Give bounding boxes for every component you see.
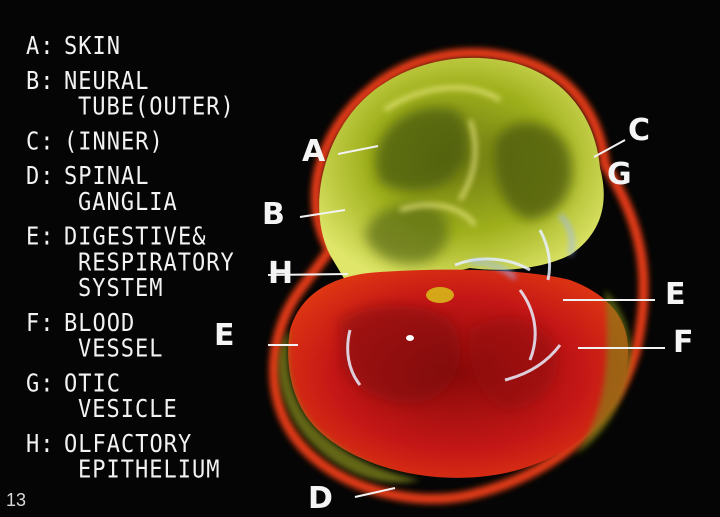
callout-h: H xyxy=(268,259,293,289)
legend-line: OLFACTORY xyxy=(64,432,286,458)
callout-g: G xyxy=(607,160,632,190)
callout-b: B xyxy=(262,200,285,230)
callout-c: C xyxy=(628,116,650,146)
legend-key: H: xyxy=(26,432,64,484)
legend-key: D: xyxy=(26,164,64,216)
legend-text: SKIN xyxy=(64,34,286,60)
legend-key: C: xyxy=(26,129,64,155)
legend-text: (INNER) xyxy=(64,129,286,155)
callout-a: A xyxy=(302,137,325,167)
legend-line: SYSTEM xyxy=(64,276,286,302)
callout-e-left: E xyxy=(214,321,235,351)
legend-key: G: xyxy=(26,371,64,423)
legend-line: EPITHELIUM xyxy=(64,457,286,483)
callout-f: F xyxy=(673,328,694,358)
legend-key: B: xyxy=(26,69,64,121)
legend-line: OTIC xyxy=(64,371,286,397)
legend-line: NEURAL xyxy=(64,69,286,95)
callout-d: D xyxy=(308,484,333,514)
legend-entry: A:SKIN xyxy=(26,34,286,60)
legend-key: E: xyxy=(26,224,64,301)
figure-number: 13 xyxy=(6,490,26,511)
small-vesicle xyxy=(426,287,454,303)
legend-line: VESICLE xyxy=(64,397,286,423)
legend-line: SPINAL xyxy=(64,164,286,190)
legend-key: A: xyxy=(26,34,64,60)
legend-line: (INNER) xyxy=(64,129,286,155)
legend-line: BLOOD xyxy=(64,311,286,337)
legend-line: SKIN xyxy=(64,34,286,60)
bright-spot xyxy=(406,335,414,341)
legend-line: RESPIRATORY xyxy=(64,250,286,276)
legend-line: DIGESTIVE& xyxy=(64,224,286,250)
legend-line: GANGLIA xyxy=(64,190,286,216)
legend-entry: C:(INNER) xyxy=(26,129,286,155)
legend-line: TUBE(OUTER) xyxy=(64,94,286,120)
legend-line: VESSEL xyxy=(64,336,286,362)
legend-key: F: xyxy=(26,311,64,363)
callout-e-right: E xyxy=(665,280,686,310)
